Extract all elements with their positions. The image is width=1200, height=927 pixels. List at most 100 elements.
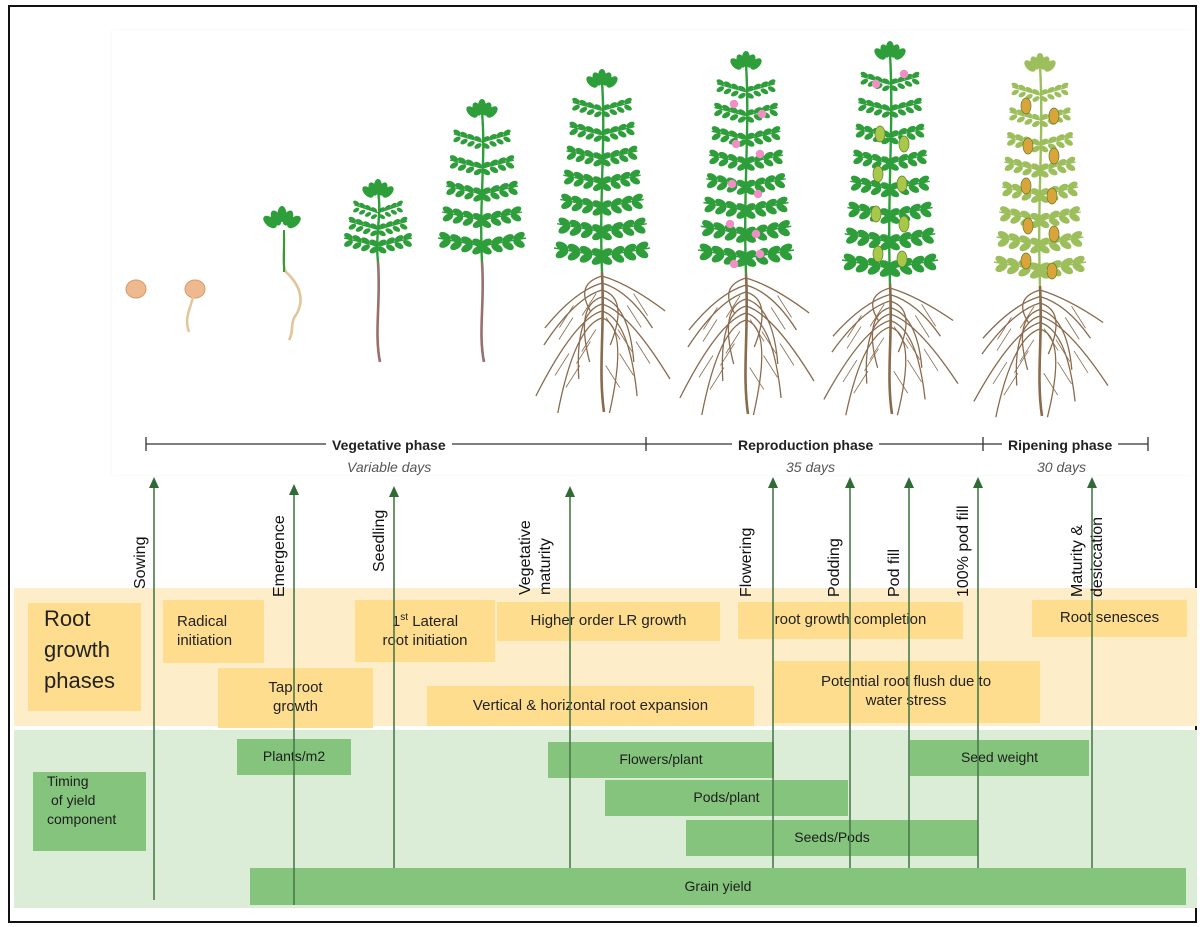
- leaflet: [771, 133, 781, 141]
- pod: [874, 125, 886, 143]
- leaflet: [1006, 264, 1020, 275]
- leaflet: [746, 92, 754, 99]
- apex-leaflet: [362, 186, 374, 198]
- leaflet: [579, 252, 593, 263]
- lateral-root: [688, 284, 747, 331]
- leaf-rachis: [711, 130, 747, 140]
- lateral-root: [889, 287, 954, 322]
- tap-root-growth-box: Tap root growth: [218, 668, 373, 728]
- leaf-rachis: [572, 101, 603, 111]
- leaflet: [1000, 213, 1011, 222]
- leaflet: [1058, 190, 1069, 199]
- leaflet: [473, 168, 483, 176]
- leaf-rachis: [441, 211, 483, 221]
- flower: [755, 149, 765, 159]
- leaflet: [766, 229, 779, 239]
- leaflet: [569, 128, 578, 136]
- leaflet: [866, 106, 875, 114]
- leaflet: [848, 208, 860, 218]
- leaflet: [764, 182, 776, 191]
- leaflet: [369, 246, 379, 254]
- root-flush-water-stress-box: Potential root flush due to water stress: [772, 661, 1040, 723]
- leaflet: [1047, 93, 1055, 100]
- taproot-line2: growth: [272, 698, 319, 715]
- leaflet: [577, 130, 587, 138]
- leaf-rachis: [560, 198, 603, 209]
- leaflet: [571, 202, 583, 212]
- leaflet: [915, 130, 925, 138]
- lateral-root: [1039, 321, 1076, 402]
- lateral-root: [745, 284, 798, 331]
- leaf-rachis: [889, 128, 925, 138]
- leaflet: [907, 158, 918, 167]
- leaflet: [592, 183, 604, 192]
- leaflet: [450, 241, 462, 251]
- fine-root: [992, 361, 1008, 385]
- leaflet: [392, 226, 401, 232]
- apex-leaflet: [874, 48, 886, 60]
- radical-line1: Radical: [177, 612, 228, 630]
- lateral-root: [1039, 289, 1104, 324]
- leaflet: [906, 132, 916, 140]
- leaflet: [904, 80, 913, 87]
- leaf-rachis: [1039, 86, 1068, 96]
- leaf-rachis: [844, 233, 891, 243]
- leaflet: [1060, 240, 1072, 250]
- pod: [1020, 177, 1032, 195]
- leaflet: [510, 213, 522, 222]
- leaflet: [714, 109, 723, 117]
- apex-leaflet: [486, 106, 498, 118]
- leaflet: [729, 114, 739, 121]
- leaflet: [449, 162, 459, 169]
- stage-label-flowering: Flowering: [738, 527, 755, 597]
- lateral-root: [995, 328, 1041, 418]
- leaflet: [390, 209, 397, 215]
- leaflet: [566, 152, 576, 160]
- lateral-root: [679, 312, 747, 399]
- fine-root: [763, 355, 778, 378]
- leaflet: [1018, 91, 1026, 98]
- leaflet: [610, 204, 622, 214]
- leaf-rachis: [1039, 211, 1081, 221]
- leaflet: [769, 109, 778, 117]
- fine-root: [779, 343, 795, 366]
- stage-label-vegetative-maturity: Vegetative maturity: [516, 520, 556, 595]
- leaf-rachis: [847, 206, 891, 217]
- lateral-root: [889, 293, 942, 337]
- leaflet: [611, 252, 625, 263]
- leaf-rachis: [889, 206, 933, 217]
- lateral-root: [981, 302, 1041, 355]
- leaflet: [1066, 163, 1076, 172]
- leaflet: [897, 83, 906, 89]
- leaflet: [628, 152, 638, 160]
- leaflet: [1021, 192, 1032, 201]
- stage-arrow-7: [973, 477, 983, 868]
- leaflet: [616, 106, 625, 113]
- leaf-rachis: [1039, 186, 1079, 196]
- lateral-root: [701, 319, 747, 416]
- leaflet: [1040, 96, 1048, 102]
- flower: [899, 69, 909, 79]
- phase-title-ripening: Ripening phase: [1002, 437, 1119, 453]
- leaf-rachis: [745, 130, 781, 140]
- leaflet: [1069, 213, 1080, 222]
- leaflet: [626, 128, 635, 136]
- lateral-root-initiation-box: 1st Lateral root initiation: [355, 600, 495, 662]
- flower: [757, 109, 767, 119]
- stage-arrow-6: [904, 477, 914, 868]
- leaflet: [890, 85, 898, 92]
- fine-root: [921, 304, 936, 327]
- leaflet: [621, 202, 633, 212]
- leaflet: [776, 203, 788, 213]
- leaflet: [722, 111, 731, 119]
- leaflet: [860, 78, 869, 85]
- leaflet: [629, 176, 641, 185]
- phase-timeline: [145, 437, 1149, 451]
- leaf-rachis: [453, 133, 483, 143]
- leaflet: [600, 231, 612, 241]
- leaflet: [916, 156, 927, 165]
- leaflet: [897, 109, 907, 116]
- leaflet: [1038, 244, 1050, 254]
- leaf-rachis: [563, 174, 603, 184]
